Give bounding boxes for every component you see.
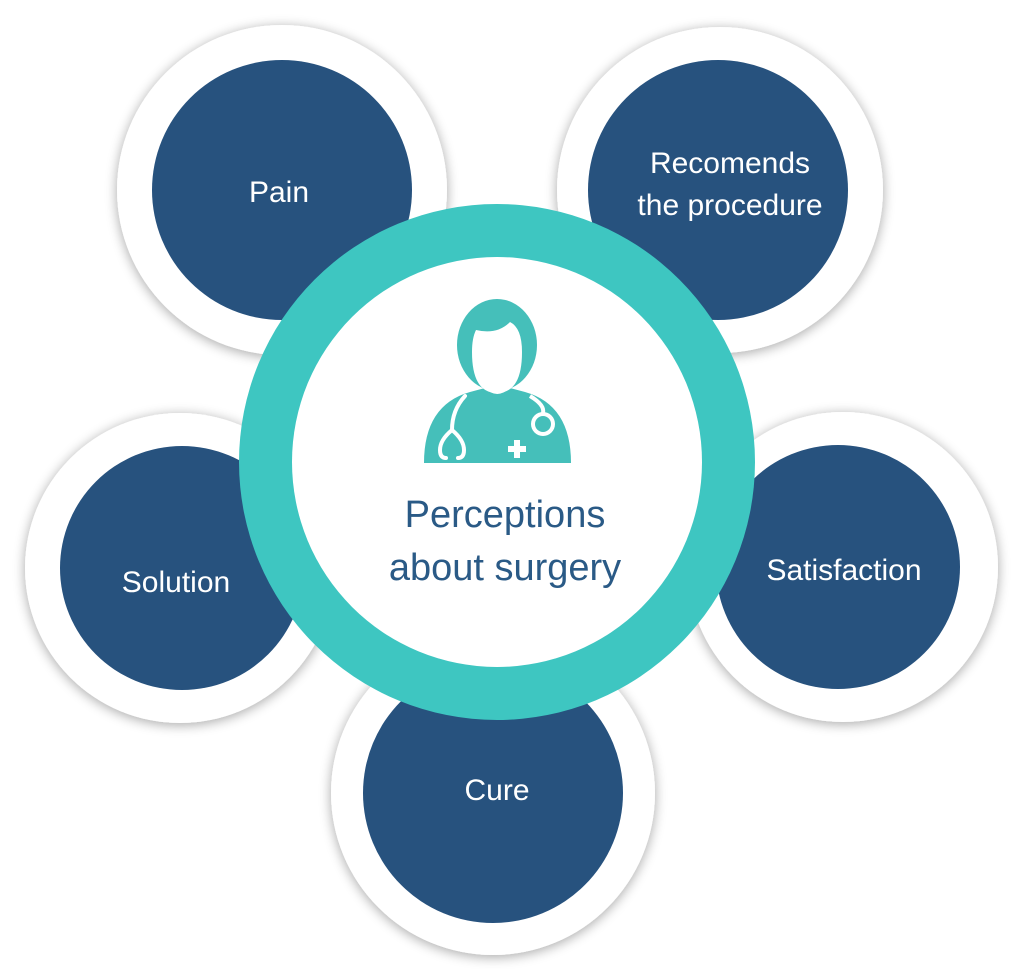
node-label: Pain (249, 176, 309, 209)
node-recommends: Recomends the procedure (588, 60, 848, 320)
center-hub: Perceptions about surgery (239, 204, 755, 720)
center-title: Perceptions (405, 494, 606, 536)
node-satisfaction: Satisfaction (716, 445, 960, 689)
node-label: Cure (464, 774, 529, 807)
node-label: Satisfaction (766, 554, 921, 587)
node-label: the procedure (637, 189, 822, 222)
node-cure: Cure (363, 663, 623, 923)
node-label: Solution (122, 566, 230, 599)
doctor-icon (424, 299, 571, 463)
node-label: Recomends (650, 147, 810, 180)
center-title: about surgery (389, 547, 621, 589)
